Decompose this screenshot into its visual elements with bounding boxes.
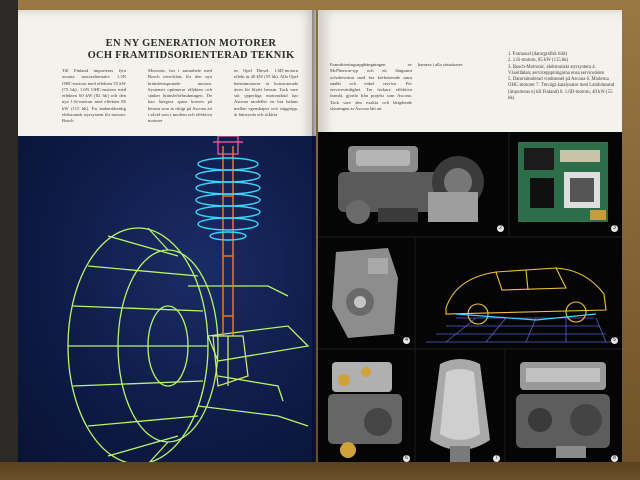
control-unit-illustration	[510, 132, 622, 236]
ohc-engine-illustration	[318, 350, 414, 466]
intro-column-1: Till Finland importeras fyra ascona moto…	[62, 68, 126, 124]
intro-column-2: Motronic, har i samarbete med Bosch utve…	[148, 68, 212, 124]
intro-text: Till Finland importeras fyra ascona moto…	[62, 68, 312, 142]
table-foreground	[0, 462, 640, 480]
headline-line-1: EN NY GENERATION MOTORER	[105, 38, 277, 49]
wind-tunnel-illustration	[416, 238, 622, 348]
catalytic-converter-photo: 7	[416, 350, 504, 466]
headline-line-2: OCH FRAMTIDSORIENTERAD TEKNIK	[87, 50, 295, 61]
engine-illustration	[318, 132, 508, 236]
wind-tunnel-photo: 5	[416, 238, 622, 348]
control-unit-photo: 3	[510, 132, 622, 236]
intro-column-3: av Opel Diesel. 1.6D-motorn effekt är 40…	[234, 68, 298, 118]
photo-grid: 2 3 4	[318, 132, 622, 466]
body-column-1: Framdrivningsupphängningen av McPherson-…	[330, 62, 412, 112]
catalytic-converter-illustration	[416, 350, 504, 466]
photo-number: 7	[493, 455, 500, 462]
legend-item: 3. Bosch-Motronic, elektroniskt styrsyst…	[508, 64, 605, 76]
photo-number: 2	[497, 225, 504, 232]
legend-item: 1. Framaxel (datorgrafisk bild)	[508, 52, 568, 57]
headline: EN NY GENERATION MOTORER OCH FRAMTIDSORI…	[76, 38, 306, 62]
left-page: EN NY GENERATION MOTORER OCH FRAMTIDSORI…	[18, 10, 316, 466]
diesel-engine-photo: 8	[506, 350, 622, 466]
dark-edge	[0, 0, 18, 480]
photo-legend: 1. Framaxel (datorgrafisk bild) 2. 1.6i-…	[508, 52, 616, 102]
photo-number: 8	[611, 455, 618, 462]
legend-item: 2. 1.6i-motorn, 85 kW (115 hk)	[508, 58, 569, 64]
ohc-engine-photo: 6	[318, 350, 414, 466]
diesel-engine-illustration	[506, 350, 622, 466]
gearbox-illustration	[318, 238, 414, 348]
right-page: Framdrivningsupphängningen av McPherson-…	[318, 10, 622, 466]
photo-number: 6	[403, 455, 410, 462]
gearbox-photo: 4	[318, 238, 414, 348]
book-gutter	[312, 10, 322, 466]
photo-number: 4	[403, 337, 410, 344]
engine-photo: 2	[318, 132, 508, 236]
body-column-2: hantera i alla situationer.	[418, 62, 464, 67]
suspension-wireframe-graphic	[67, 136, 310, 465]
suspension-wireframe-image	[18, 136, 316, 466]
photo-number: 5	[611, 337, 618, 344]
photo-number: 3	[611, 225, 618, 232]
legend-item: 5. Datorsimulerad vindtunnel på Ascona 6…	[508, 77, 615, 102]
